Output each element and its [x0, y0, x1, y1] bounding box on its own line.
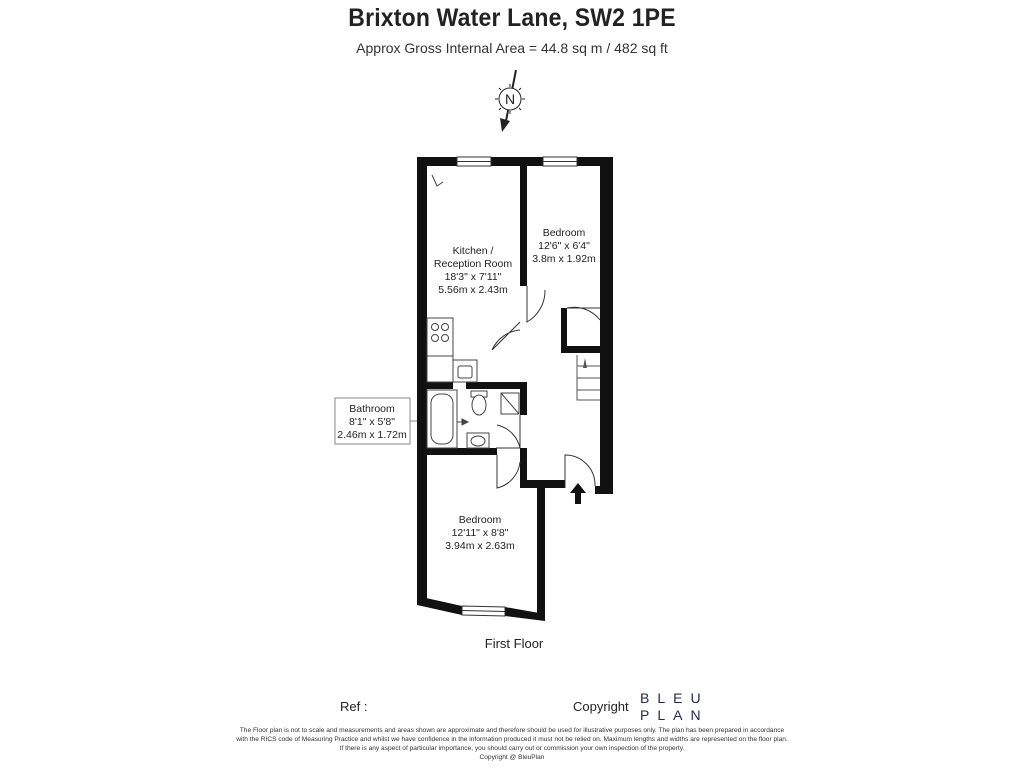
bedroom-bottom-label: Bedroom 12'11" x 8'8" 3.94m x 2.63m	[445, 514, 515, 552]
ref-label: Ref :	[340, 699, 368, 714]
windows	[456, 156, 578, 617]
area-subtitle: Approx Gross Internal Area = 44.8 sq m /…	[356, 40, 668, 56]
page-title: Brixton Water Lane, SW2 1PE	[348, 4, 676, 32]
brand-line1: BLEU	[640, 690, 709, 706]
bedroom-top-label: Bedroom 12'6" x 6'4" 3.8m x 1.92m	[532, 227, 596, 265]
bathroom-name: Bathroom	[349, 403, 395, 415]
disclaimer-line: with the RICS code of Measuring Practice…	[236, 736, 788, 743]
bedroom-top-metric: 3.8m x 1.92m	[532, 253, 596, 265]
door-swings	[453, 286, 601, 489]
bathroom-metric: 2.46m x 1.72m	[337, 429, 407, 441]
kitchen-imperial: 18'3" x 7'11"	[445, 271, 502, 283]
kitchen-label: Kitchen / Reception Room 18'3" x 7'11" 5…	[434, 245, 512, 296]
bedroom-bottom-metric: 3.94m x 2.63m	[445, 540, 515, 552]
bathroom-imperial: 8'1" x 5'8"	[349, 416, 395, 428]
kitchen-fixtures	[426, 174, 478, 383]
bedroom-bottom-imperial: 12'11" x 8'8"	[452, 527, 509, 539]
copyright-label: Copyright	[573, 699, 629, 714]
bleuplan-logo: BLEU PLAN	[640, 690, 709, 724]
brand-line2: PLAN	[640, 707, 709, 723]
entrance-arrow-icon	[570, 483, 586, 504]
disclaimer-line: Copyright @ BleuPlan	[479, 754, 545, 761]
bathroom-fixtures	[426, 389, 520, 449]
bedroom-top-imperial: 12'6" x 6'4"	[538, 240, 590, 252]
bedroom-top-name: Bedroom	[543, 227, 586, 239]
bathroom-label: Bathroom 8'1" x 5'8" 2.46m x 1.72m	[334, 397, 417, 445]
compass-label: N	[505, 91, 515, 107]
walls	[417, 157, 613, 621]
floor-label: First Floor	[484, 636, 544, 651]
kitchen-name-line1: Kitchen /	[453, 245, 494, 257]
bedroom-bottom-name: Bedroom	[459, 514, 502, 526]
disclaimer: The Floor plan is not to scale and measu…	[200, 726, 824, 762]
staircase	[576, 355, 600, 401]
kitchen-metric: 5.56m x 2.43m	[438, 284, 508, 296]
north-arrow-icon: N	[495, 69, 525, 132]
disclaimer-line: If there is any aspect of particular imp…	[339, 745, 685, 752]
disclaimer-line: The Floor plan is not to scale and measu…	[239, 727, 785, 734]
kitchen-name-line2: Reception Room	[434, 258, 512, 270]
